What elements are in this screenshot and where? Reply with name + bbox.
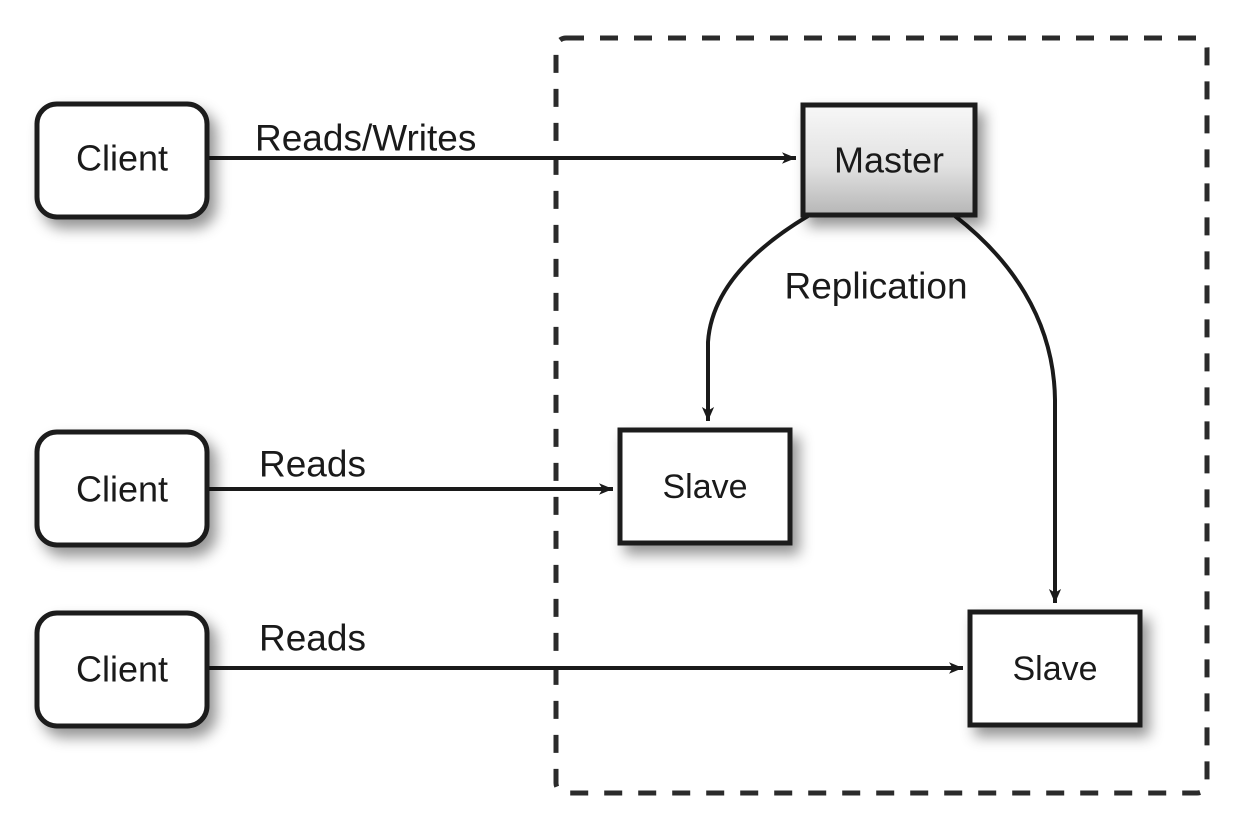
node-client-2[interactable]: Client [34,429,210,548]
node-shape [617,427,793,546]
node-master[interactable]: Master [800,102,978,218]
node-label: Master [834,140,944,181]
edge-master-to-slave2 [953,214,1062,603]
node-shape [34,610,210,729]
edge-label-reads-1: Reads [259,443,366,484]
node-shape [34,101,210,220]
node-shape [34,429,210,548]
edge-path [953,214,1062,603]
datastore-boundary [553,35,1210,796]
node-slave-1[interactable]: Slave [617,427,793,546]
node-shape [800,102,978,218]
edge-master-to-slave1 [701,214,810,421]
edge-label-reads-writes: Reads/Writes [255,117,476,158]
node-label: Client [76,649,168,690]
node-client-3[interactable]: Client [34,610,210,729]
node-label: Client [76,469,168,510]
node-label: Client [76,138,168,179]
node-client-1[interactable]: Client [34,101,210,220]
edge-label-reads-2: Reads [259,617,366,658]
node-label: Slave [1012,650,1097,688]
node-label: Slave [662,468,747,506]
edge-path [701,214,810,421]
node-slave-2[interactable]: Slave [967,609,1143,728]
node-shape [967,609,1143,728]
edge-label-replication: Replication [784,265,967,306]
